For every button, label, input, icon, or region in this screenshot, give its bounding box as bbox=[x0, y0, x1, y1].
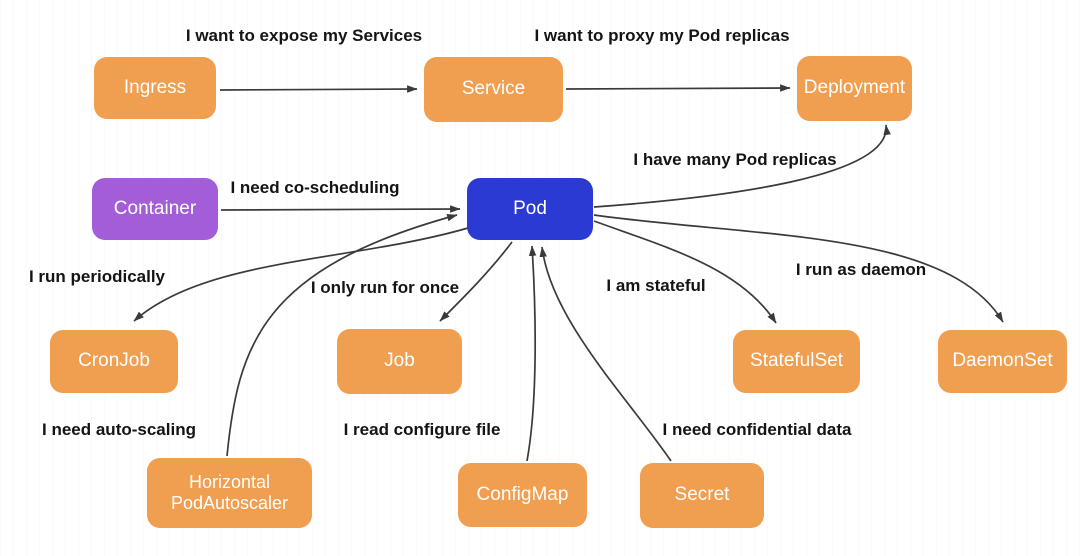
edge-label-8: I need auto-scaling bbox=[42, 420, 196, 439]
edge-label-10: I need confidential data bbox=[662, 420, 852, 439]
node-secret: Secret bbox=[640, 463, 764, 528]
edge-secret-pod bbox=[539, 246, 672, 462]
edge-pod-job bbox=[439, 241, 513, 322]
edge-label-7: I run as daemon bbox=[795, 260, 927, 279]
edge-container-pod bbox=[220, 205, 461, 213]
edge-pod-deployment bbox=[593, 124, 891, 208]
edge-hpa-pod bbox=[226, 213, 458, 457]
edge-pod-daemonset bbox=[593, 214, 1004, 323]
node-pod: Pod bbox=[467, 178, 593, 240]
node-label-configmap: ConfigMap bbox=[476, 483, 569, 505]
edge-label-2: I need co-scheduling bbox=[230, 178, 400, 197]
node-cronjob: CronJob bbox=[50, 330, 178, 393]
node-statefulset: StatefulSet bbox=[733, 330, 860, 393]
edge-label-6: I am stateful bbox=[606, 276, 706, 295]
edge-label-1: I want to proxy my Pod replicas bbox=[534, 26, 790, 45]
node-label-ingress: Ingress bbox=[123, 76, 187, 98]
edge-label-4: I run periodically bbox=[28, 267, 166, 286]
node-daemonset: DaemonSet bbox=[938, 330, 1067, 393]
edge-pod-statefulset bbox=[593, 220, 777, 324]
node-label-service: Service bbox=[461, 78, 526, 100]
node-label-statefulset: StatefulSet bbox=[750, 350, 843, 372]
edge-ingress-service bbox=[219, 85, 418, 93]
node-configmap: ConfigMap bbox=[458, 463, 587, 527]
node-label-pod: Pod bbox=[513, 197, 547, 219]
node-label-cronjob: CronJob bbox=[78, 350, 150, 372]
edge-configmap-pod bbox=[526, 245, 537, 462]
node-deployment: Deployment bbox=[797, 56, 912, 121]
node-ingress: Ingress bbox=[94, 57, 216, 119]
node-service: Service bbox=[424, 57, 563, 122]
node-container: Container bbox=[92, 178, 218, 240]
node-hpa: Horizontal PodAutoscaler bbox=[147, 458, 312, 528]
node-label-container: Container bbox=[113, 197, 197, 219]
edge-label-3: I have many Pod replicas bbox=[633, 150, 837, 169]
node-label-deployment: Deployment bbox=[803, 77, 906, 99]
edge-label-5: I only run for once bbox=[310, 278, 460, 297]
edge-service-deployment bbox=[565, 84, 791, 92]
node-label-hpa: Horizontal PodAutoscaler bbox=[170, 471, 289, 513]
node-label-secret: Secret bbox=[674, 484, 730, 506]
node-job: Job bbox=[337, 329, 462, 394]
edge-label-9: I read configure file bbox=[343, 420, 501, 439]
edge-pod-cronjob bbox=[133, 227, 469, 322]
edge-label-0: I want to expose my Services bbox=[185, 26, 423, 45]
node-label-job: Job bbox=[384, 350, 415, 372]
node-label-daemonset: DaemonSet bbox=[952, 350, 1053, 372]
